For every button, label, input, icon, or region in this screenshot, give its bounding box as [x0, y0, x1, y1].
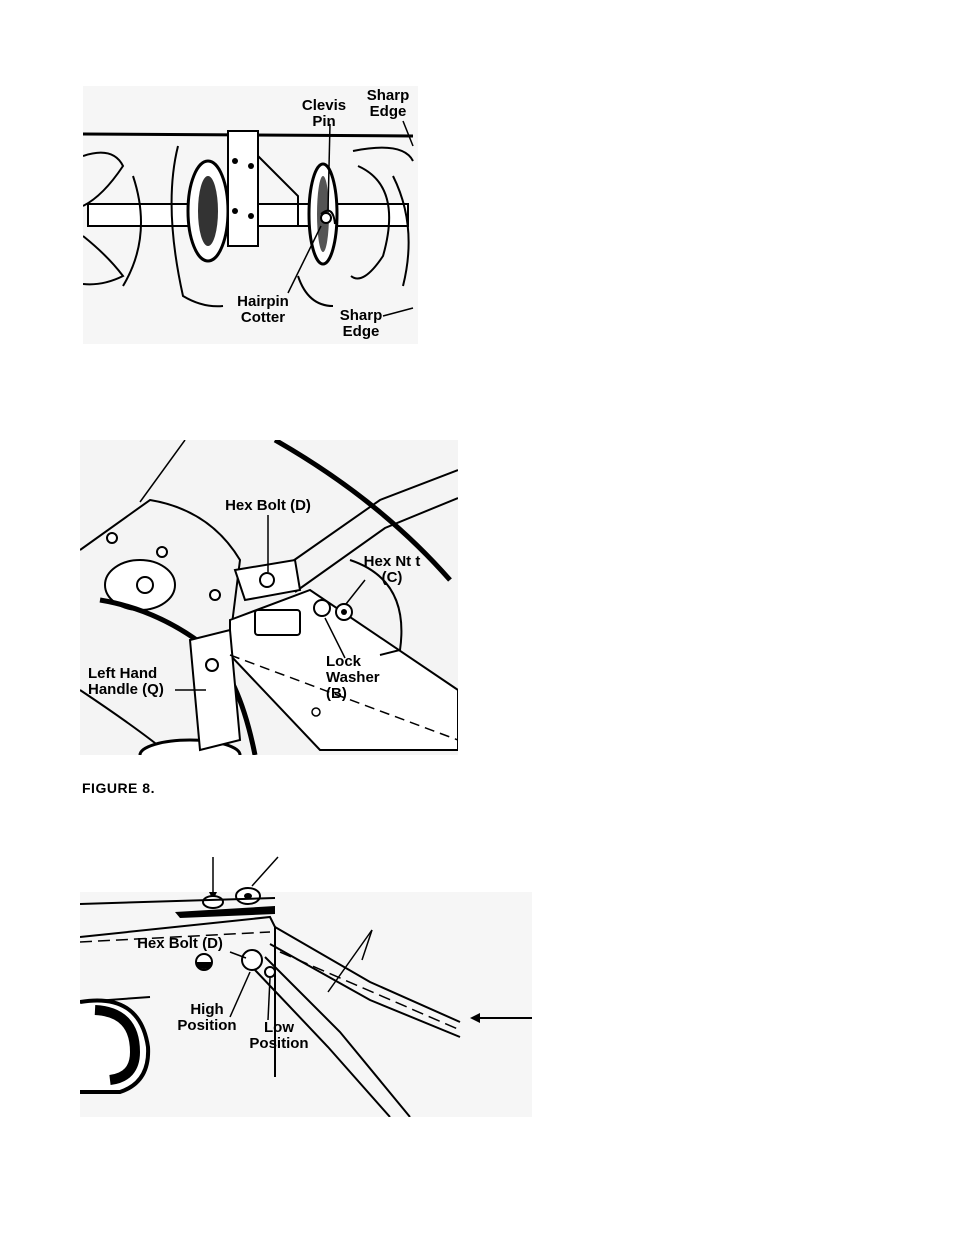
- clevis-pin-label: Clevis Pin: [295, 98, 353, 130]
- handle-height-illustration: [80, 852, 532, 1117]
- hex-bolt-d-label: Hex Bolt (D): [130, 936, 230, 952]
- lock-washer-label: Lock Washer (B): [326, 654, 416, 702]
- figure-caption: FIGURE 8.: [82, 780, 155, 796]
- high-position-label: High Position: [168, 1002, 246, 1034]
- low-position-label: Low Position: [240, 1020, 318, 1052]
- figure-handle-attachment: Hex Bolt (D) Hex Nt t (C) Lock Washer (B…: [80, 440, 458, 796]
- sharp-edge-top-label: Sharp Edge: [359, 88, 417, 120]
- figure-handle-height: Hex Bolt (D) High Position Low Position: [80, 852, 532, 1117]
- sharp-edge-bottom-label: Sharp Edge: [331, 308, 391, 340]
- hairpin-cotter-label: Hairpin Cotter: [231, 294, 295, 326]
- hex-nut-label: Hex Nt t (C): [358, 554, 426, 586]
- left-hand-handle-label: Left Hand Handle (Q): [88, 666, 180, 698]
- handle-attachment-illustration: [80, 440, 458, 755]
- figure-tine-assembly: Clevis Pin Sharp Edge Hairpin Cotter Sha…: [83, 86, 418, 344]
- hex-bolt-label: Hex Bolt (D): [218, 498, 318, 514]
